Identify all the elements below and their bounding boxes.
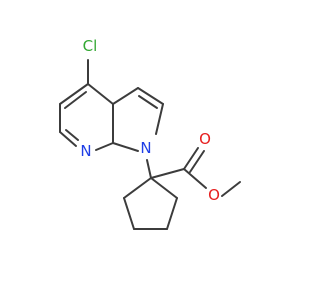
- bond-ccarbonyl-o-double-a: [183, 147, 199, 170]
- bonds: [59, 59, 241, 230]
- bond-ccarbonyl-o-double-b: [189, 150, 205, 173]
- bond-n7-c7a: [95, 142, 114, 151]
- atom-labels: Cl N N O O: [80, 37, 220, 204]
- atom-cl: Cl: [83, 37, 98, 55]
- bond-cq-ccarbonyl: [150, 168, 185, 179]
- bond-c4-c5: [59, 83, 89, 105]
- bond-n1-cq: [146, 159, 152, 179]
- atom-o-carbonyl: O: [199, 130, 211, 148]
- bond-c3a-c3: [112, 87, 139, 105]
- bond-n1-c7a: [112, 142, 139, 152]
- atom-n-pyridine: N: [80, 142, 91, 160]
- bond-c4-c5-inner: [64, 91, 87, 109]
- bond-c3a-c4: [87, 83, 114, 105]
- bond-cp4-cq: [150, 177, 178, 199]
- bond-oester-methyl: [221, 181, 241, 197]
- atom-o-ester: O: [208, 186, 220, 204]
- structure-canvas: Cl N N O O: [59, 37, 241, 230]
- bond-c6-n7-inner: [65, 129, 79, 141]
- bond-c3-c2: [137, 87, 164, 105]
- bond-c3-c2-inner: [138, 95, 158, 109]
- bond-cp1-cp2: [123, 197, 135, 230]
- atom-n-pyrrole: N: [140, 139, 151, 157]
- molecule-drawing: Cl N N O O: [59, 37, 241, 230]
- bond-ccarbonyl-oester: [183, 168, 207, 189]
- bond-cp3-cp4: [166, 197, 178, 230]
- bond-c2-n1: [155, 103, 164, 135]
- bond-cq-cp1: [123, 177, 152, 199]
- bond-c6-n7: [59, 131, 77, 147]
